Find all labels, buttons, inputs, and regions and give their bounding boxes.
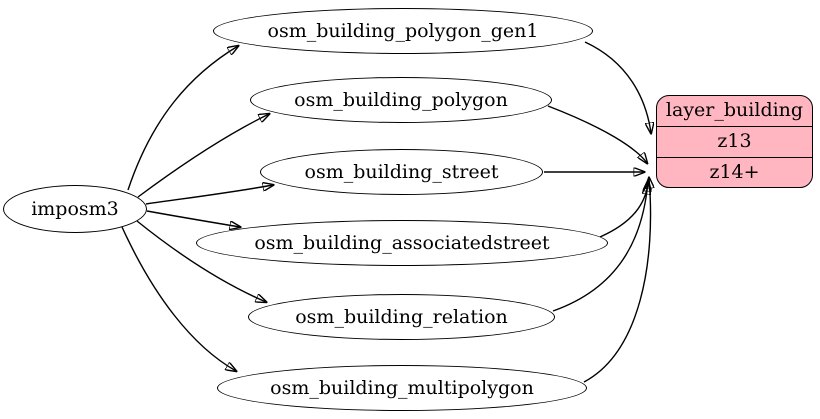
- node-osm-building-associatedstreet-label: osm_building_associatedstreet: [254, 232, 550, 254]
- node-osm-building-multipolygon: osm_building_multipolygon: [217, 365, 587, 411]
- layer-building-row-z13: z13: [657, 126, 812, 157]
- layer-building-title: layer_building: [665, 99, 804, 121]
- node-osm-building-polygon-gen1-label: osm_building_polygon_gen1: [267, 20, 539, 42]
- node-osm-building-polygon-gen1: osm_building_polygon_gen1: [213, 8, 593, 54]
- node-osm-building-polygon: osm_building_polygon: [250, 77, 552, 123]
- node-osm-building-multipolygon-label: osm_building_multipolygon: [270, 377, 534, 399]
- edge-multipolygon-to-z14: [583, 178, 651, 383]
- edge-imposm3-to-polygon-gen1: [127, 46, 238, 191]
- node-osm-building-associatedstreet: osm_building_associatedstreet: [196, 220, 608, 266]
- node-layer-building: layer_building z13 z14+: [656, 95, 813, 188]
- edge-imposm3-to-associatedstreet: [146, 210, 240, 227]
- edge-associatedstreet-to-z14: [599, 184, 648, 238]
- edge-imposm3-to-polygon: [137, 114, 269, 198]
- node-osm-building-relation: osm_building_relation: [248, 294, 555, 340]
- edge-polygon-to-z14: [547, 105, 647, 163]
- edge-polygon-gen1-to-z13: [584, 41, 651, 133]
- node-osm-building-street: osm_building_street: [260, 149, 543, 195]
- node-osm-building-polygon-label: osm_building_polygon: [294, 89, 508, 111]
- node-osm-building-street-label: osm_building_street: [304, 161, 499, 183]
- node-imposm3: imposm3: [3, 185, 147, 233]
- layer-building-row-z14plus: z14+: [657, 157, 812, 187]
- edge-imposm3-to-street: [145, 185, 273, 205]
- node-osm-building-relation-label: osm_building_relation: [295, 306, 508, 328]
- node-imposm3-label: imposm3: [31, 198, 119, 220]
